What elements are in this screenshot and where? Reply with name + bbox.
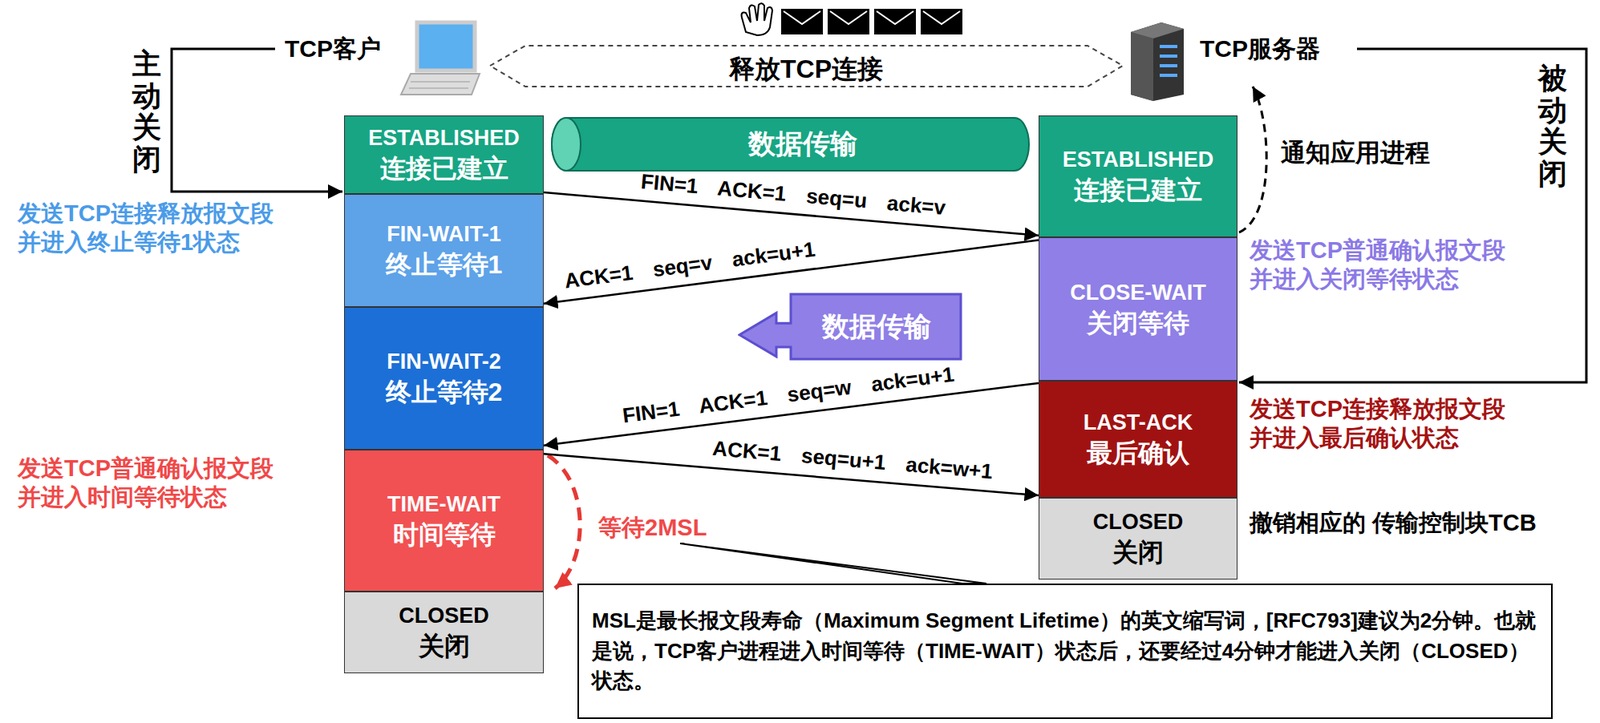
state-name: LAST-ACK: [1083, 410, 1194, 436]
state-label: 关闭等待: [1086, 308, 1190, 339]
state-label: 连接已建立: [1073, 175, 1203, 206]
wait-2msl-curve: [547, 455, 580, 589]
vertical-label: 主动关闭: [132, 48, 162, 175]
annotation-label: TCP服务器: [1199, 33, 1321, 65]
state-box: CLOSE-WAIT关闭等待: [1038, 237, 1238, 381]
annotation-label: 撤销相应的 传输控制块TCB: [1249, 508, 1571, 538]
annotation-label: 发送TCP连接释放报文段 并进入最后确认状态: [1249, 394, 1595, 454]
state-name: CLOSE-WAIT: [1069, 280, 1207, 306]
state-name: ESTABLISHED: [1062, 147, 1215, 173]
callout-wedge: [680, 543, 987, 584]
active-close-line: [171, 48, 343, 192]
state-box: ESTABLISHED连接已建立: [344, 115, 544, 195]
state-name: TIME-WAIT: [387, 492, 501, 518]
state-label: 最后确认: [1086, 438, 1190, 469]
state-box: TIME-WAIT时间等待: [344, 449, 544, 592]
state-label: 终止等待1: [385, 250, 503, 280]
vertical-label: 被动关闭: [1538, 62, 1568, 190]
state-name: FIN-WAIT-1: [386, 222, 502, 248]
state-box: FIN-WAIT-1终止等待1: [344, 194, 544, 308]
state-label: 时间等待: [392, 520, 496, 551]
data-transfer-cylinder: 数据传输: [550, 117, 1031, 172]
release-double-arrow: [490, 45, 1123, 87]
message-label: FIN=1 ACK=1 seq=u ack=v: [639, 169, 946, 221]
passive-close-line: [1239, 48, 1587, 383]
laptop-icon: [401, 22, 480, 95]
annotation-label: TCP客户: [284, 33, 381, 65]
annotation-label: 发送TCP连接释放报文段 并进入终止等待1状态: [17, 198, 339, 258]
annotation-label: 通知应用进程: [1280, 137, 1430, 170]
annotation-label: 发送TCP普通确认报文段 并进入关闭等待状态: [1249, 235, 1595, 295]
state-label: 关闭: [1112, 538, 1164, 568]
state-name: MSL是最长报文段寿命（Maximum Segment Lifetime）的英文…: [591, 606, 1539, 697]
note-box: MSL是最长报文段寿命（Maximum Segment Lifetime）的英文…: [577, 583, 1553, 720]
state-box: CLOSED关闭: [344, 591, 544, 674]
message-label: ACK=1 seq=v ack=u+1: [563, 237, 817, 295]
state-name: CLOSED: [1093, 510, 1184, 535]
message-label: FIN=1 ACK=1 seq=w ack=u+1: [621, 362, 956, 430]
state-box: CLOSED 关闭: [1038, 498, 1238, 580]
state-label: 连接已建立: [380, 153, 509, 184]
state-box: LAST-ACK最后确认: [1038, 380, 1238, 499]
message-label: ACK=1 seq=u+1 ack=w+1: [711, 436, 994, 485]
state-name: 数据传输: [748, 128, 858, 160]
state-box: ESTABLISHED连接已建立: [1038, 115, 1238, 238]
state-box: FIN-WAIT-2终止等待2: [344, 307, 544, 450]
state-name: ESTABLISHED: [368, 125, 520, 151]
state-label: 关闭: [418, 631, 470, 662]
hand-envelopes: [741, 3, 962, 36]
state-name: 数据传输: [822, 311, 932, 343]
notify-curve: [1239, 86, 1267, 233]
data-transfer-arrow: 数据传输: [737, 292, 963, 361]
annotation-label: 发送TCP普通确认报文段 并进入时间等待状态: [17, 453, 339, 513]
annotation-label: 释放TCP连接: [689, 52, 923, 86]
server-icon: [1130, 22, 1184, 102]
state-label: 终止等待2: [385, 377, 503, 408]
annotation-label: 等待2MSL: [598, 513, 707, 543]
state-name: CLOSED: [398, 603, 490, 629]
state-name: FIN-WAIT-2: [386, 349, 502, 375]
